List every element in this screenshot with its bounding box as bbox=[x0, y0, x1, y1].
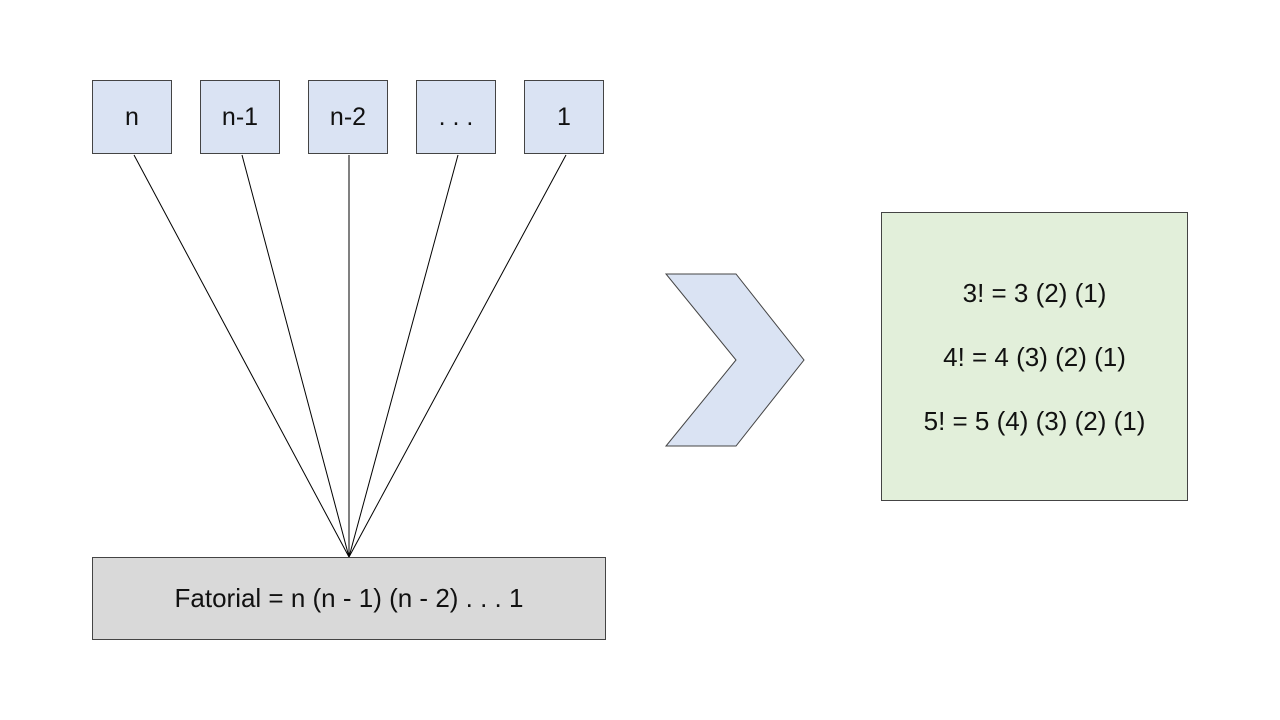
connector-line-n bbox=[133, 154, 350, 558]
term-label-n: n bbox=[125, 102, 139, 131]
example-4-factorial: 4! = 4 (3) (2) (1) bbox=[943, 341, 1126, 372]
connector-line-n-1 bbox=[241, 154, 350, 558]
term-box-ellipsis: . . . bbox=[416, 80, 496, 154]
connector-line-ellipsis bbox=[348, 154, 459, 558]
factorial-formula-text: Fatorial = n (n - 1) (n - 2) . . . 1 bbox=[174, 583, 524, 613]
example-3-factorial: 3! = 3 (2) (1) bbox=[962, 277, 1107, 308]
term-label-n-1: n-1 bbox=[221, 102, 259, 131]
connector-line-1 bbox=[348, 154, 567, 558]
term-label-1: 1 bbox=[557, 102, 571, 131]
term-box-n-2: n-2 bbox=[308, 80, 388, 154]
term-box-1: 1 bbox=[524, 80, 604, 154]
factorial-examples-box: 3! = 3 (2) (1) 4! = 4 (3) (2) (1) 5! = 5… bbox=[881, 212, 1188, 501]
term-label-n-2: n-2 bbox=[329, 102, 367, 131]
chevron-shape bbox=[664, 273, 805, 447]
example-5-factorial: 5! = 5 (4) (3) (2) (1) bbox=[923, 405, 1146, 436]
term-box-n: n bbox=[92, 80, 172, 154]
factorial-formula-box: Fatorial = n (n - 1) (n - 2) . . . 1 bbox=[92, 557, 606, 640]
term-box-n-1: n-1 bbox=[200, 80, 280, 154]
term-label-ellipsis: . . . bbox=[438, 102, 474, 131]
